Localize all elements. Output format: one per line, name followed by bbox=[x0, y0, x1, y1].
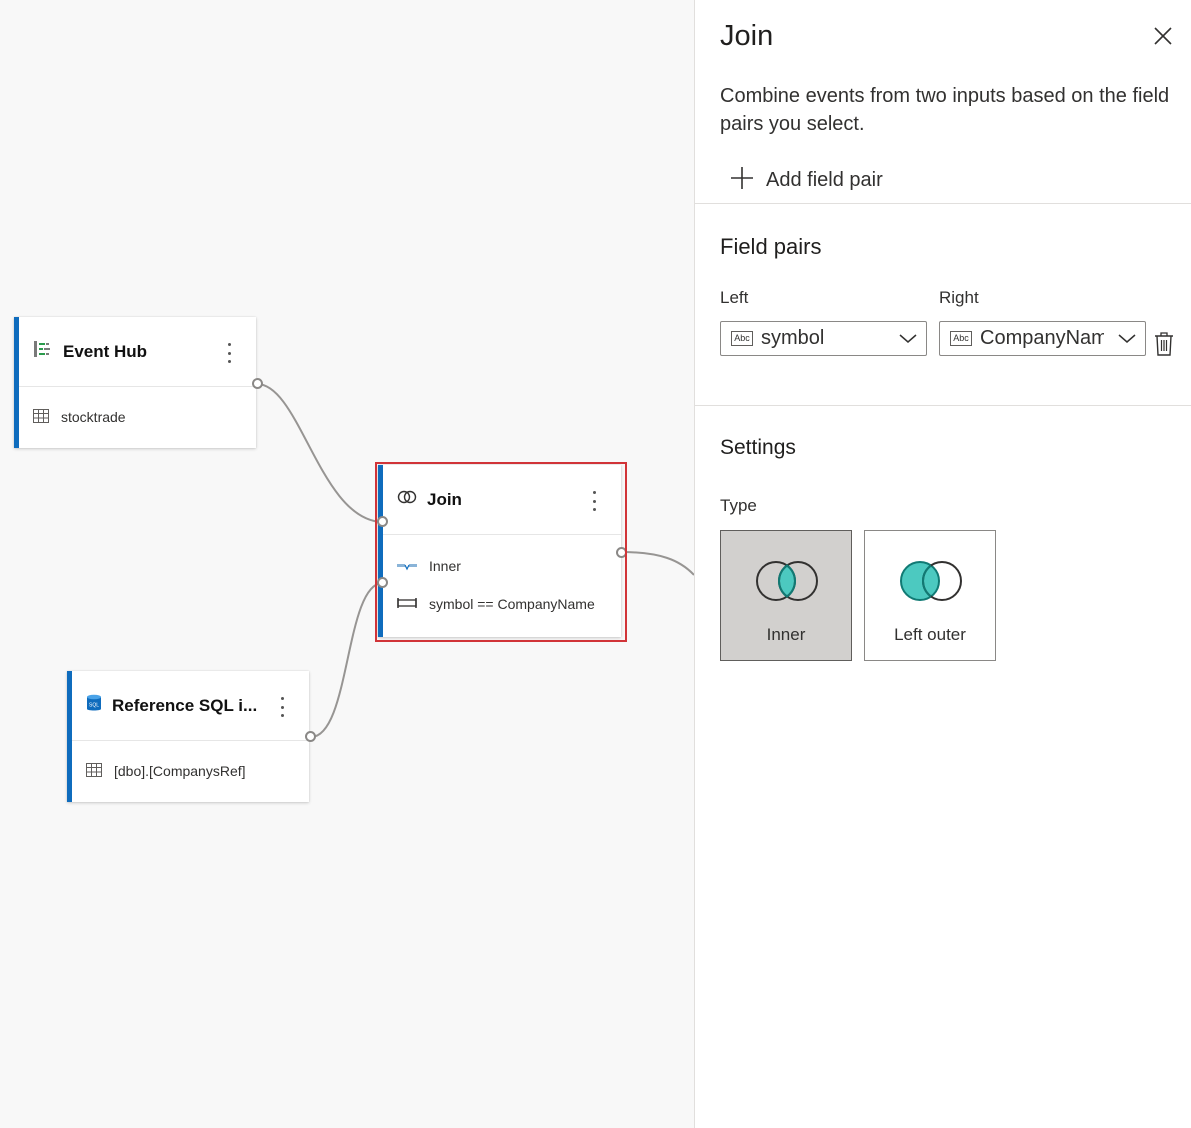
output-port[interactable] bbox=[252, 378, 263, 389]
wire-eventhub-to-join bbox=[256, 383, 383, 523]
more-options-icon[interactable] bbox=[226, 343, 232, 363]
chevron-down-icon bbox=[899, 331, 917, 350]
join-condition-icon bbox=[397, 596, 417, 612]
stream-name: stocktrade bbox=[61, 409, 126, 425]
event-hub-node[interactable]: Event Hub stocktrade bbox=[14, 317, 256, 448]
node-header: Event Hub bbox=[19, 317, 256, 387]
right-label: Right bbox=[939, 288, 979, 307]
panel-description: Combine events from two inputs based on … bbox=[720, 85, 1170, 135]
table-icon bbox=[86, 762, 102, 780]
table-icon bbox=[33, 408, 49, 426]
wire-sql-to-join bbox=[310, 582, 383, 738]
inner-option-label: Inner bbox=[766, 625, 806, 644]
join-icon bbox=[397, 490, 417, 509]
join-node[interactable]: Join Inner symbol == CompanyName bbox=[378, 465, 621, 637]
join-type-icon bbox=[397, 558, 417, 574]
inner-join-venn-icon bbox=[753, 559, 821, 608]
node-row: [dbo].[CompanysRef] bbox=[72, 741, 309, 801]
panel-title: Join bbox=[720, 20, 774, 52]
divider bbox=[695, 405, 1191, 406]
string-type-icon: Abc bbox=[950, 331, 972, 346]
reference-table-name: [dbo].[CompanysRef] bbox=[114, 763, 246, 779]
node-title: Event Hub bbox=[63, 341, 148, 361]
node-title: Join bbox=[427, 489, 462, 509]
join-type-label: Inner bbox=[429, 558, 461, 574]
delete-icon[interactable] bbox=[1154, 331, 1174, 362]
sql-database-icon: SQL bbox=[86, 694, 102, 717]
selection-outline bbox=[375, 462, 627, 642]
output-port[interactable] bbox=[305, 731, 316, 742]
connection-wires bbox=[256, 383, 694, 738]
svg-text:SQL: SQL bbox=[89, 703, 99, 709]
pipeline-canvas[interactable]: Event Hub stocktrade Join Inner bbox=[0, 0, 694, 1128]
right-field-value: CompanyName bbox=[980, 327, 1104, 349]
reference-sql-node[interactable]: SQL Reference SQL i... [dbo].[CompanysRe… bbox=[67, 671, 309, 802]
input-port-left[interactable] bbox=[377, 516, 388, 527]
more-options-icon[interactable] bbox=[279, 697, 285, 717]
string-type-icon: Abc bbox=[731, 331, 753, 346]
divider bbox=[695, 203, 1191, 204]
join-type-inner-option[interactable]: Inner bbox=[720, 530, 852, 661]
left-outer-option-label: Left outer bbox=[894, 625, 966, 644]
add-field-pair-label: Add field pair bbox=[766, 168, 883, 191]
field-pairs-heading: Field pairs bbox=[720, 234, 822, 259]
right-field-dropdown[interactable]: Abc CompanyName bbox=[939, 321, 1146, 356]
more-options-icon[interactable] bbox=[591, 491, 597, 511]
plus-icon bbox=[730, 166, 754, 195]
close-icon[interactable] bbox=[1151, 24, 1175, 48]
join-type-left-outer-option[interactable]: Left outer bbox=[864, 530, 996, 661]
node-row-condition: symbol == CompanyName bbox=[383, 585, 621, 623]
join-condition-label: symbol == CompanyName bbox=[429, 596, 595, 612]
join-settings-panel: Join Combine events from two inputs base… bbox=[694, 0, 1191, 1128]
left-outer-join-venn-icon bbox=[897, 559, 965, 608]
settings-heading: Settings bbox=[720, 436, 796, 459]
wire-join-to-output bbox=[620, 551, 694, 576]
input-port-right[interactable] bbox=[377, 577, 388, 588]
left-field-value: symbol bbox=[761, 327, 825, 349]
node-row-join-type: Inner bbox=[383, 547, 621, 585]
node-header: SQL Reference SQL i... bbox=[72, 671, 309, 741]
node-row: stocktrade bbox=[19, 387, 256, 447]
left-field-dropdown[interactable]: Abc symbol bbox=[720, 321, 927, 356]
add-field-pair-button[interactable]: Add field pair bbox=[730, 164, 883, 196]
type-label: Type bbox=[720, 496, 757, 515]
node-header: Join bbox=[383, 465, 621, 535]
left-label: Left bbox=[720, 288, 749, 307]
event-hub-icon bbox=[33, 340, 53, 363]
chevron-down-icon bbox=[1118, 331, 1136, 350]
node-title: Reference SQL i... bbox=[112, 695, 258, 715]
